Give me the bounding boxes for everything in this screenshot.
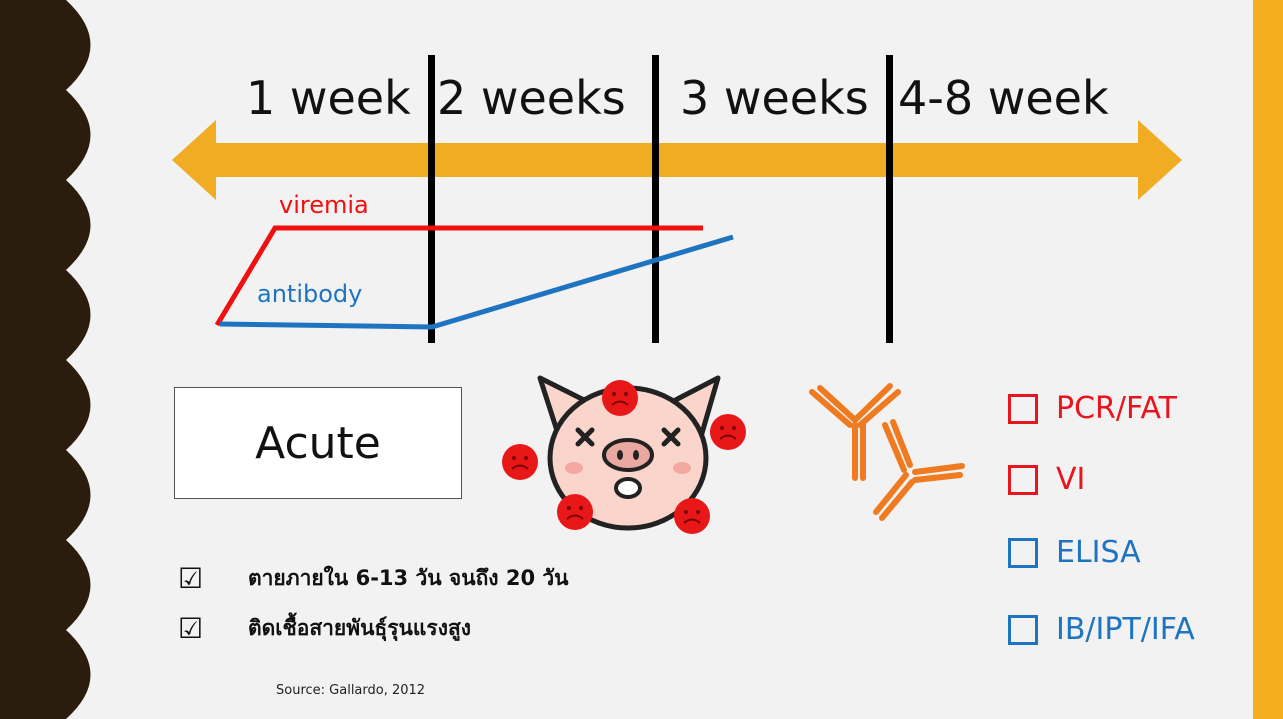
- viremia-curve: [214, 225, 703, 327]
- week-divider-2: [652, 55, 659, 343]
- stage-label: Acute: [255, 417, 381, 469]
- checklist-text: ติดเชื้อสายพันธุ์รุนแรงสูง: [248, 616, 472, 640]
- week-label-1: 1 week: [246, 71, 411, 125]
- source-citation: Source: Gallardo, 2012: [276, 683, 426, 698]
- test-item: IB/IPT/IFA: [1008, 612, 1195, 647]
- test-label: ELISA: [1056, 535, 1141, 570]
- checkbox-checked-icon: ☑: [178, 612, 204, 645]
- week-label-3: 3 weeks: [680, 71, 869, 125]
- checklist-item: ☑ ติดเชื้อสายพันธุ์รุนแรงสูง: [178, 612, 471, 645]
- week-label-2: 2 weeks: [437, 71, 626, 125]
- checkbox-icon: [1008, 614, 1038, 645]
- test-label: IB/IPT/IFA: [1056, 612, 1195, 647]
- test-label: PCR/FAT: [1056, 391, 1178, 426]
- checklist-item: ☑ ตายภายใน 6-13 วัน จนถึง 20 วัน: [178, 562, 569, 595]
- antibody-icon: [809, 383, 965, 521]
- test-item: VI: [1008, 462, 1085, 497]
- sad-face-icon: [502, 380, 746, 534]
- week-divider-1: [428, 55, 435, 343]
- wavy-left-border: [0, 0, 91, 719]
- test-item: ELISA: [1008, 535, 1141, 570]
- week-divider-3: [886, 55, 893, 343]
- checkbox-checked-icon: ☑: [178, 562, 204, 595]
- test-label: VI: [1056, 462, 1086, 497]
- right-accent-bar: [1253, 0, 1283, 719]
- checkbox-icon: [1008, 537, 1038, 568]
- checkbox-icon: [1008, 464, 1038, 495]
- checkbox-icon: [1008, 393, 1038, 424]
- timeline-arrow: [172, 120, 1182, 200]
- viremia-label: viremia: [279, 191, 369, 219]
- test-item: PCR/FAT: [1008, 391, 1177, 426]
- antibody-curve: [219, 234, 734, 330]
- week-label-4: 4-8 week: [898, 71, 1109, 125]
- antibody-label: antibody: [257, 280, 363, 308]
- stage-box: Acute: [174, 387, 462, 499]
- sick-pig-icon: [537, 375, 721, 531]
- checklist-text: ตายภายใน 6-13 วัน จนถึง 20 วัน: [248, 566, 569, 590]
